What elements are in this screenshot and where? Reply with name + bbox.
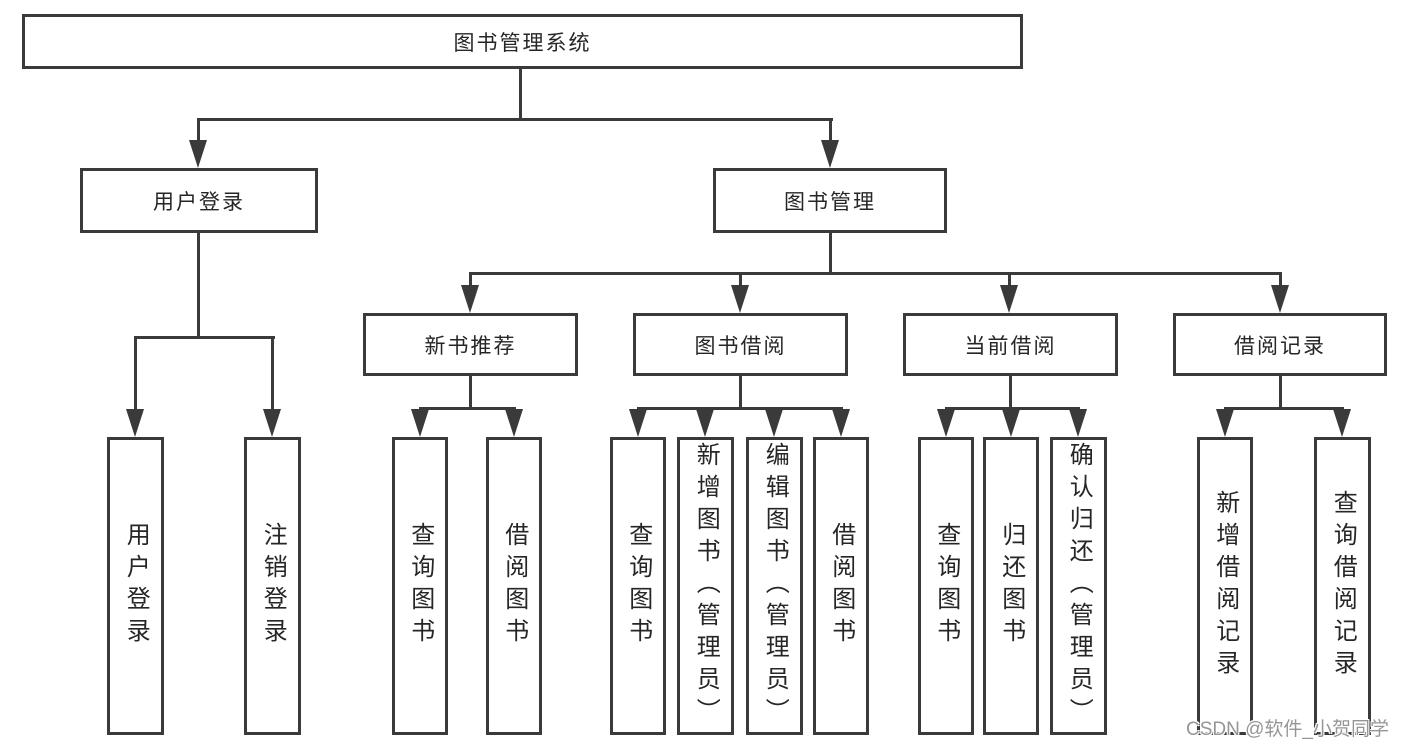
- arrowhead-leaf: [937, 409, 955, 437]
- node-borrowing-records: 借阅记录: [1173, 313, 1387, 376]
- node-book-management: 图书管理: [713, 168, 947, 233]
- arrowhead-leaf: [629, 409, 647, 437]
- node-root: 图书管理系统: [22, 14, 1023, 69]
- leaf-bb-edit-books: 编辑图书（管理员）: [746, 437, 803, 735]
- arrowhead-book-borrowing: [731, 285, 749, 313]
- leaf-nb-borrow-books: 借阅图书: [486, 437, 542, 735]
- leaf-br-add-record: 新增借阅记录: [1197, 437, 1253, 735]
- arrowhead-leaf-logout: [263, 409, 281, 437]
- connector-level2-right-stem: [829, 121, 832, 142]
- connector-user-login-stem: [197, 233, 200, 339]
- arrowhead-leaf: [1002, 409, 1020, 437]
- connector-group-stem: [469, 376, 472, 410]
- node-new-book-recommendation: 新书推荐: [363, 313, 578, 376]
- connector-leaf-stem: [271, 339, 274, 410]
- connector-level3-stem: [469, 275, 472, 287]
- connector-level2-hline: [197, 118, 833, 121]
- leaf-cb-query-books: 查询图书: [918, 437, 974, 735]
- arrowhead-leaf: [1069, 409, 1087, 437]
- arrowhead-current-borrowing: [1000, 285, 1018, 313]
- connector-leaf-stem: [134, 339, 137, 410]
- connector-level3-stem: [739, 275, 742, 287]
- connector-group-hline: [945, 407, 1080, 410]
- arrowhead-leaf: [1216, 409, 1234, 437]
- arrowhead-leaf-user-login: [126, 409, 144, 437]
- connector-group-stem: [1279, 376, 1282, 410]
- connector-user-login-hline: [134, 336, 275, 339]
- arrowhead-book-management: [821, 140, 839, 168]
- connector-level2-left-stem: [197, 121, 200, 142]
- connector-level3-hline: [469, 272, 1282, 275]
- connector-group-hline: [419, 407, 516, 410]
- arrowhead-new-book-recommendation: [461, 285, 479, 313]
- connector-book-management-stem: [829, 233, 832, 275]
- connector-group-stem: [1009, 376, 1012, 410]
- node-book-borrowing: 图书借阅: [633, 313, 848, 376]
- arrowhead-borrowing-records: [1271, 285, 1289, 313]
- leaf-nb-query-books: 查询图书: [392, 437, 448, 735]
- leaf-cb-confirm-return: 确认归还（管理员）: [1050, 437, 1107, 735]
- connector-root-stem: [519, 68, 522, 121]
- arrowhead-leaf: [411, 409, 429, 437]
- connector-level3-stem: [1279, 275, 1282, 287]
- leaf-bb-add-books: 新增图书（管理员）: [677, 437, 734, 735]
- node-current-borrowing: 当前借阅: [903, 313, 1118, 376]
- connector-level3-stem: [1008, 275, 1011, 287]
- arrowhead-user-login: [189, 140, 207, 168]
- leaf-user-login: 用户登录: [107, 437, 164, 735]
- arrowhead-leaf: [832, 409, 850, 437]
- connector-group-hline: [637, 407, 843, 410]
- leaf-br-query-record: 查询借阅记录: [1314, 437, 1371, 735]
- leaf-bb-borrow-books: 借阅图书: [813, 437, 869, 735]
- connector-group-hline: [1224, 407, 1344, 410]
- leaf-bb-query-books: 查询图书: [610, 437, 666, 735]
- arrowhead-leaf: [765, 409, 783, 437]
- arrowhead-leaf: [696, 409, 714, 437]
- arrowhead-leaf: [505, 409, 523, 437]
- arrowhead-leaf: [1333, 409, 1351, 437]
- leaf-cb-return-books: 归还图书: [983, 437, 1039, 735]
- leaf-logout: 注销登录: [244, 437, 301, 735]
- connector-group-stem: [739, 376, 742, 410]
- node-user-login: 用户登录: [80, 168, 318, 233]
- csdn-watermark: CSDN @软件_小贺同学: [1186, 719, 1389, 740]
